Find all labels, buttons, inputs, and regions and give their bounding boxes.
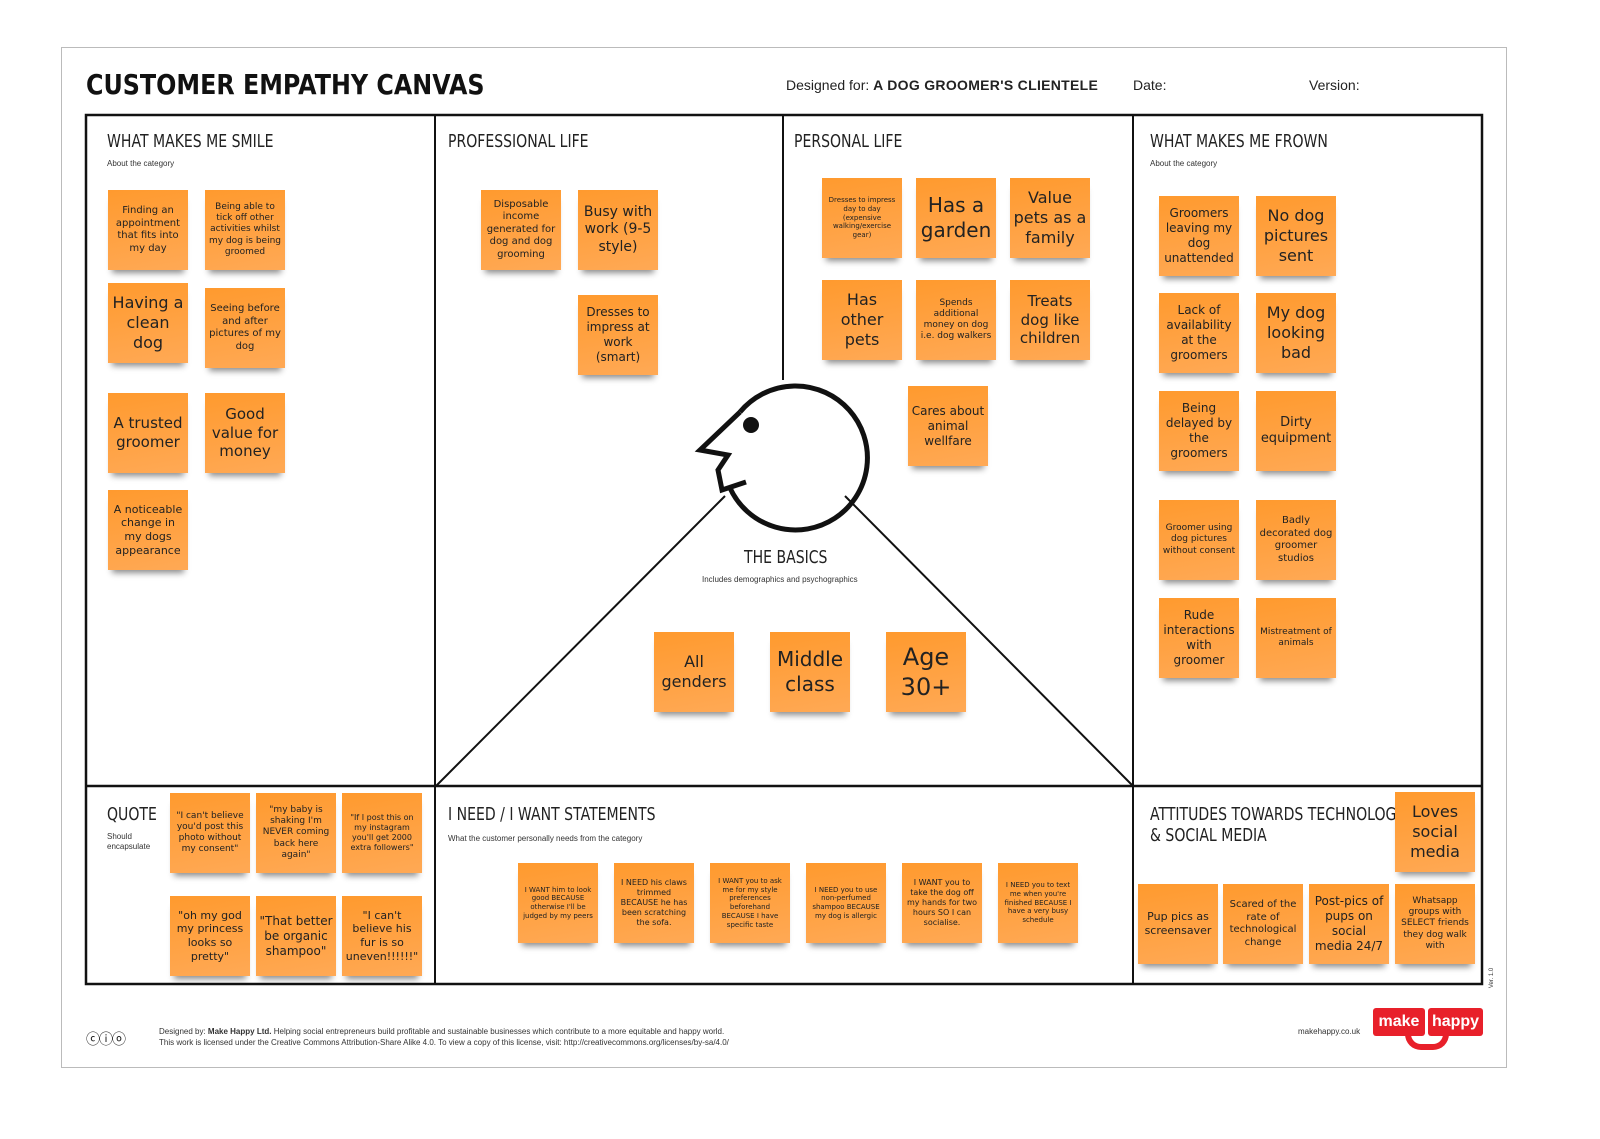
personal-sticky-note[interactable]: Has a garden: [916, 178, 996, 258]
smile-sticky-note[interactable]: A trusted groomer: [108, 393, 188, 473]
need-title: I NEED / I WANT STATEMENTS: [448, 804, 656, 825]
quote-sticky-note[interactable]: "That better be organic shampoo": [256, 896, 336, 976]
personal-sticky-note[interactable]: Dresses to impress day to day (expensive…: [822, 178, 902, 258]
tech-title-line2: & SOCIAL MEDIA: [1150, 825, 1267, 846]
quote-title: QUOTE: [107, 804, 157, 825]
need-sticky-note[interactable]: I WANT you to ask me for my style prefer…: [710, 863, 790, 943]
frown-sticky-note[interactable]: No dog pictures sent: [1256, 196, 1336, 276]
smile-sticky-note[interactable]: Seeing before and after pictures of my d…: [205, 288, 285, 368]
head-icon: [694, 383, 870, 533]
need-sub: What the customer personally needs from …: [448, 834, 643, 843]
professional-sticky-note[interactable]: Disposable income generated for dog and …: [481, 190, 561, 270]
quote-sticky-note[interactable]: "my baby is shaking I'm NEVER coming bac…: [256, 793, 336, 873]
tech-sticky-note[interactable]: Post-pics of pups on social media 24/7: [1309, 884, 1389, 964]
footer-prefix: Designed by:: [159, 1027, 208, 1036]
personal-sticky-note[interactable]: Spends additional money on dog i.e. dog …: [916, 280, 996, 360]
professional-sticky-note[interactable]: Busy with work (9-5 style): [578, 190, 658, 270]
footer-text: Designed by: Make Happy Ltd. Helping soc…: [159, 1026, 729, 1048]
basics-sub: Includes demographics and psychographics: [702, 575, 858, 584]
quote-sub: Should encapsulate: [107, 832, 151, 851]
smile-title: WHAT MAKES ME SMILE: [107, 131, 274, 152]
quote-sticky-note[interactable]: "I can't believe his fur is so uneven!!!…: [342, 896, 422, 976]
smile-sticky-note[interactable]: Finding an appointment that fits into my…: [108, 190, 188, 270]
smile-sub: About the category: [107, 159, 175, 168]
basics-sticky-note[interactable]: All genders: [654, 632, 734, 712]
version-label: Version:: [1309, 77, 1360, 93]
frown-sticky-note[interactable]: Mistreatment of animals: [1256, 598, 1336, 678]
footer-license: This work is licensed under the Creative…: [159, 1038, 729, 1047]
personal-sticky-note[interactable]: Treats dog like children: [1010, 280, 1090, 360]
footer-site[interactable]: makehappy.co.uk: [1298, 1027, 1361, 1036]
smile-sticky-note[interactable]: Good value for money: [205, 393, 285, 473]
footer-rest: Helping social entrepreneurs build profi…: [271, 1027, 725, 1036]
quote-sticky-note[interactable]: "I can't believe you'd post this photo w…: [170, 793, 250, 873]
frown-sticky-note[interactable]: Lack of availability at the groomers: [1159, 293, 1239, 373]
smile-sticky-note[interactable]: A noticeable change in my dogs appearanc…: [108, 490, 188, 570]
frown-sticky-note[interactable]: Groomers leaving my dog unattended: [1159, 196, 1239, 276]
need-sticky-note[interactable]: I NEED you to use non-perfumed shampoo B…: [806, 863, 886, 943]
smile-sticky-note[interactable]: Being able to tick off other activities …: [205, 190, 285, 270]
personal-sticky-note[interactable]: Cares about animal wellfare: [908, 386, 988, 466]
footer-brand: Make Happy Ltd.: [207, 1027, 272, 1036]
frown-title: WHAT MAKES ME FROWN: [1150, 131, 1328, 152]
quote-sticky-note[interactable]: "If I post this on my instagram you'll g…: [342, 793, 422, 873]
personal-sticky-note[interactable]: Value pets as a family: [1010, 178, 1090, 258]
frown-sticky-note[interactable]: Dirty equipment: [1256, 391, 1336, 471]
version-number: Ver. 1.0: [1489, 967, 1496, 989]
need-sticky-note[interactable]: I WANT you to take the dog off my hands …: [902, 863, 982, 943]
canvas-frame: [61, 47, 1507, 1068]
designed-for-label: Designed for:: [786, 77, 870, 93]
need-sticky-note[interactable]: I WANT him to look good BECAUSE otherwis…: [518, 863, 598, 943]
basics-sticky-note[interactable]: Age 30+: [886, 632, 966, 712]
frown-sub: About the category: [1150, 159, 1218, 168]
page-title: CUSTOMER EMPATHY CANVAS: [86, 68, 485, 101]
designed-for-value: A DOG GROOMER'S CLIENTELE: [873, 77, 1099, 93]
frown-sticky-note[interactable]: Being delayed by the groomers: [1159, 391, 1239, 471]
logo-happy: happy: [1428, 1008, 1483, 1036]
tech-sticky-note[interactable]: Whatsapp groups with SELECT friends they…: [1395, 884, 1475, 964]
professional-sticky-note[interactable]: Dresses to impress at work (smart): [578, 295, 658, 375]
creative-commons-icon: ⓒⓘⓞ: [86, 1031, 126, 1047]
make-happy-logo: make happy: [1373, 1008, 1483, 1050]
frown-sticky-note[interactable]: My dog looking bad: [1256, 293, 1336, 373]
basics-sticky-note[interactable]: Middle class: [770, 632, 850, 712]
need-sticky-note[interactable]: I NEED you to text me when you're finish…: [998, 863, 1078, 943]
professional-title: PROFESSIONAL LIFE: [448, 131, 589, 152]
basics-title: THE BASICS: [744, 547, 828, 568]
designed-for: Designed for: A DOG GROOMER'S CLIENTELE: [786, 77, 1098, 93]
tech-title: ATTITUDES TOWARDS TECHNOLOGY: [1150, 804, 1405, 825]
personal-sticky-note[interactable]: Has other pets: [822, 280, 902, 360]
frown-sticky-note[interactable]: Rude interactions with groomer: [1159, 598, 1239, 678]
logo-make: make: [1373, 1008, 1425, 1036]
tech-sticky-note[interactable]: Scared of the rate of technological chan…: [1223, 884, 1303, 964]
head-eye-icon: [743, 417, 759, 433]
need-sticky-note[interactable]: I NEED his claws trimmed BECAUSE he has …: [614, 863, 694, 943]
tech-sticky-note[interactable]: Pup pics as screensaver: [1138, 884, 1218, 964]
tech-sticky-note[interactable]: Loves social media: [1395, 792, 1475, 872]
personal-title: PERSONAL LIFE: [794, 131, 903, 152]
frown-sticky-note[interactable]: Groomer using dog pictures without conse…: [1159, 500, 1239, 580]
quote-sticky-note[interactable]: "oh my god my princess looks so pretty": [170, 896, 250, 976]
date-label: Date:: [1133, 77, 1167, 93]
frown-sticky-note[interactable]: Badly decorated dog groomer studios: [1256, 500, 1336, 580]
smile-sticky-note[interactable]: Having a clean dog: [108, 283, 188, 363]
